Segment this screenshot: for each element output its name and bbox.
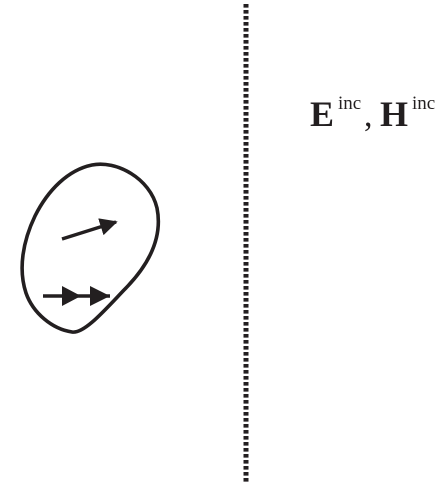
source-arrow [61,218,118,241]
h-field-letter: H [380,94,408,134]
incident-field-label: E inc , H inc [310,93,435,134]
e-field-letter: E [310,94,334,134]
h-field-superscript: inc [412,93,435,114]
double-arrow-head-second [90,286,110,306]
scatterer-boundary [20,162,160,334]
field-separator: , [364,97,373,134]
double-arrow-head-first [62,286,81,306]
e-field-superscript: inc [338,93,361,114]
